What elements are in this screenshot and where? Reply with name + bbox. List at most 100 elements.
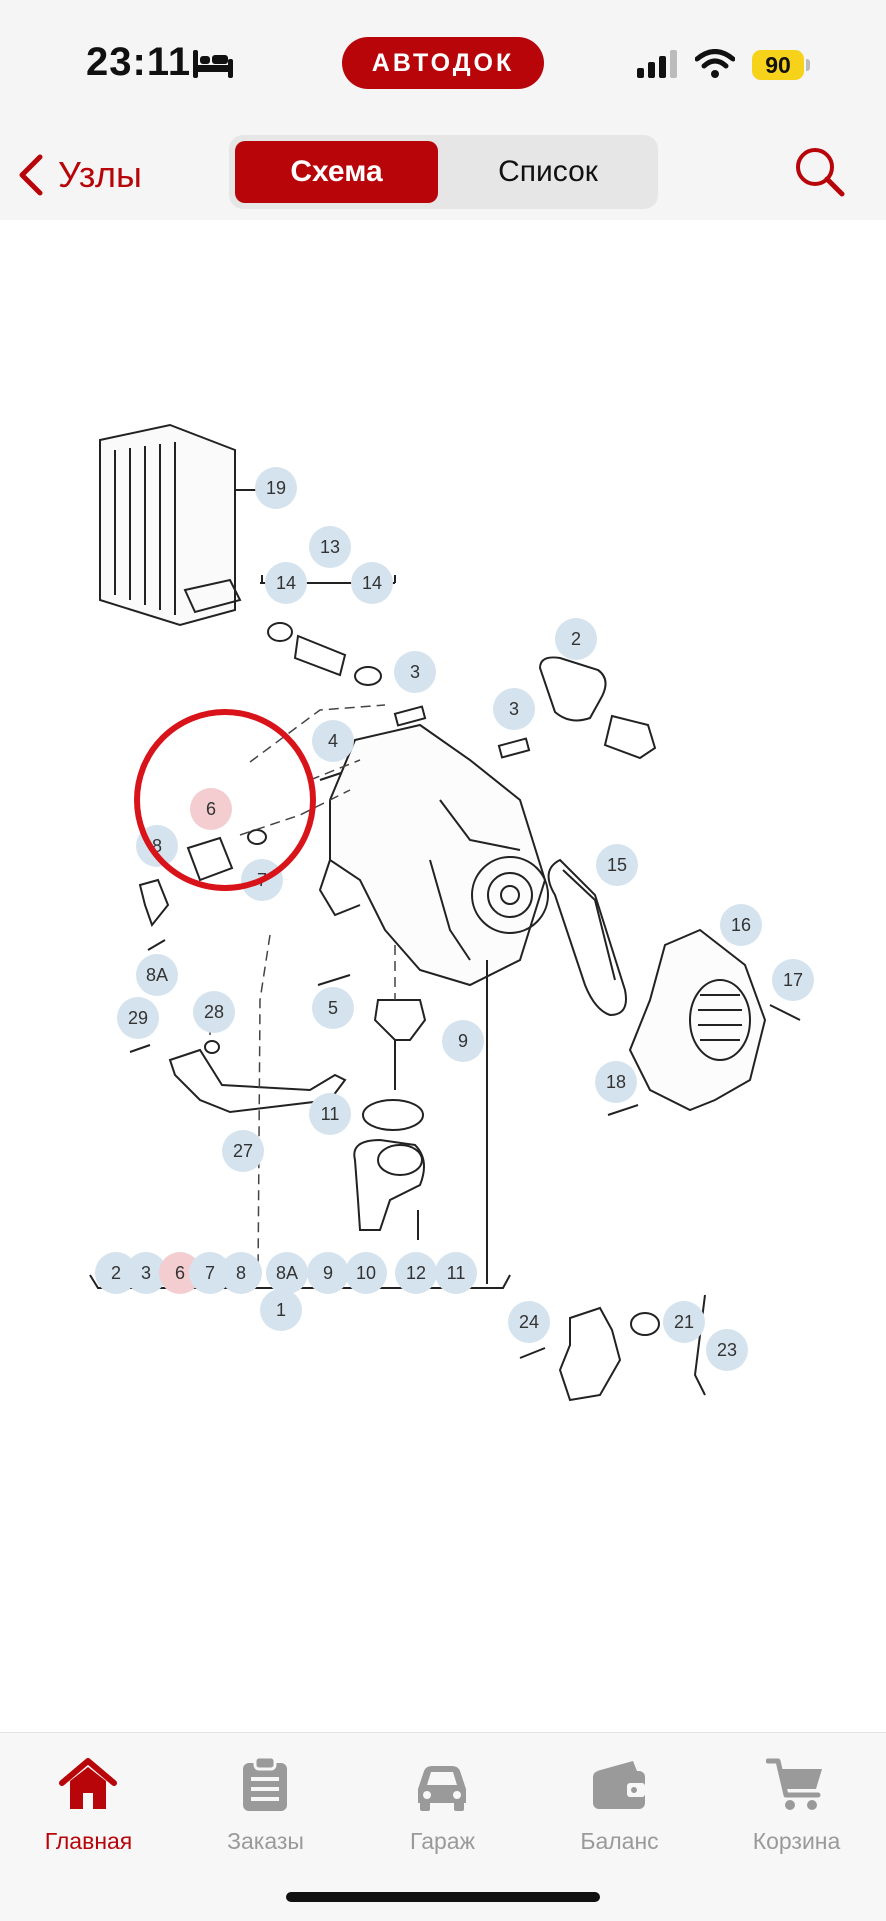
callout[interactable]: 2 <box>555 618 597 660</box>
orders-icon <box>243 1755 287 1811</box>
callout-label: 8А <box>146 965 168 985</box>
callout-label: 3 <box>141 1263 151 1283</box>
callout[interactable]: 11 <box>435 1252 477 1294</box>
callout-bubble <box>351 562 393 604</box>
callout[interactable]: 10 <box>345 1252 387 1294</box>
callout-bubble <box>189 1252 231 1294</box>
callout[interactable]: 23 <box>706 1329 748 1371</box>
tab-balance[interactable]: Баланс <box>531 1743 708 1854</box>
wifi-icon <box>695 49 735 78</box>
segment-list[interactable]: Список <box>498 155 598 188</box>
callout-label: 1 <box>276 1300 286 1320</box>
back-button[interactable]: Узлы <box>16 150 142 200</box>
callout-label: 4 <box>328 731 338 751</box>
callout-label: 5 <box>328 998 338 1018</box>
callout-selected[interactable]: 6 <box>190 788 232 830</box>
callout-bubble <box>395 1252 437 1294</box>
callout[interactable]: 4 <box>312 720 354 762</box>
callout-bubble <box>125 1252 167 1294</box>
callout-bubble <box>193 991 235 1033</box>
car-icon <box>418 1766 466 1811</box>
callout[interactable]: 14 <box>351 562 393 604</box>
tab-orders[interactable]: Заказы <box>177 1743 354 1854</box>
callout[interactable]: 19 <box>255 467 297 509</box>
callout-label: 6 <box>206 799 216 819</box>
callout[interactable]: 13 <box>309 526 351 568</box>
callout[interactable]: 5 <box>312 987 354 1029</box>
back-label: Узлы <box>58 154 142 195</box>
callout-bubble <box>345 1252 387 1294</box>
tab-garage[interactable]: Гараж <box>354 1743 531 1854</box>
callout-bubble <box>136 954 178 996</box>
battery-tip <box>806 59 810 71</box>
callout-bubble <box>117 997 159 1039</box>
callout[interactable]: 11 <box>309 1093 351 1135</box>
callout[interactable]: 17 <box>772 959 814 1001</box>
callout-label: 27 <box>233 1141 253 1161</box>
callout[interactable]: 8А <box>266 1252 308 1294</box>
callout-bubble <box>260 1289 302 1331</box>
callout[interactable]: 16 <box>720 904 762 946</box>
callout[interactable]: 8 <box>220 1252 262 1294</box>
tab-cart-label: Корзина <box>752 1828 841 1854</box>
callout-label: 14 <box>276 573 296 593</box>
tab-home[interactable]: Главная <box>0 1743 177 1854</box>
callout-label: 24 <box>519 1312 539 1332</box>
callout-label: 8 <box>152 836 162 856</box>
nav-bar: Узлы Схема Список <box>0 130 886 220</box>
callout-bubble <box>190 788 232 830</box>
callout[interactable]: 24 <box>508 1301 550 1343</box>
callout-label: 2 <box>111 1263 121 1283</box>
callout-bubble <box>435 1252 477 1294</box>
callout-label: 14 <box>362 573 382 593</box>
segment-scheme[interactable]: Схема <box>235 141 438 203</box>
callout[interactable]: 27 <box>222 1130 264 1172</box>
callout-label: 11 <box>321 1104 340 1124</box>
callout[interactable]: 8А <box>136 954 178 996</box>
callout-label: 7 <box>205 1263 215 1283</box>
callout[interactable]: 28 <box>193 991 235 1033</box>
callout-label: 8А <box>276 1263 298 1283</box>
callout-bubble <box>442 1020 484 1062</box>
callout-bubble <box>307 1252 349 1294</box>
wallet-icon <box>593 1761 645 1809</box>
callout[interactable]: 29 <box>117 997 159 1039</box>
callout[interactable]: 12 <box>395 1252 437 1294</box>
tab-garage-label: Гараж <box>410 1828 475 1854</box>
callout[interactable]: 14 <box>265 562 307 604</box>
callout-label: 21 <box>674 1312 694 1332</box>
callout-label: 19 <box>266 478 286 498</box>
callout[interactable]: 3 <box>493 688 535 730</box>
callout[interactable]: 3 <box>394 651 436 693</box>
callout-label: 15 <box>607 855 627 875</box>
callout[interactable]: 15 <box>596 844 638 886</box>
callout[interactable]: 7 <box>189 1252 231 1294</box>
callout-label: 3 <box>509 699 519 719</box>
callout[interactable]: 2 <box>95 1252 137 1294</box>
callout-label: 10 <box>356 1263 376 1283</box>
home-indicator <box>286 1892 600 1902</box>
callout-bubble <box>222 1130 264 1172</box>
status-bar: 23:11 АВТОДОК 90 <box>0 0 886 130</box>
callout-bubble <box>312 987 354 1029</box>
tab-orders-label: Заказы <box>227 1828 304 1854</box>
callout-bubble <box>220 1252 262 1294</box>
callout-label: 9 <box>323 1263 333 1283</box>
battery-level: 90 <box>752 50 804 80</box>
callout[interactable]: 21 <box>663 1301 705 1343</box>
search-icon[interactable] <box>792 144 848 200</box>
tab-cart[interactable]: Корзина <box>708 1743 885 1854</box>
callout-bubble <box>720 904 762 946</box>
callout-label: 12 <box>406 1263 426 1283</box>
callout[interactable]: 18 <box>595 1061 637 1103</box>
callout-selected[interactable]: 6 <box>159 1252 201 1294</box>
callout-label: 2 <box>571 629 581 649</box>
callout[interactable]: 9 <box>307 1252 349 1294</box>
callout-label: 13 <box>320 537 340 557</box>
callout-bubble <box>159 1252 201 1294</box>
callout-label: 23 <box>717 1340 737 1360</box>
callout[interactable]: 1 <box>260 1289 302 1331</box>
callout[interactable]: 3 <box>125 1252 167 1294</box>
callout[interactable]: 9 <box>442 1020 484 1062</box>
